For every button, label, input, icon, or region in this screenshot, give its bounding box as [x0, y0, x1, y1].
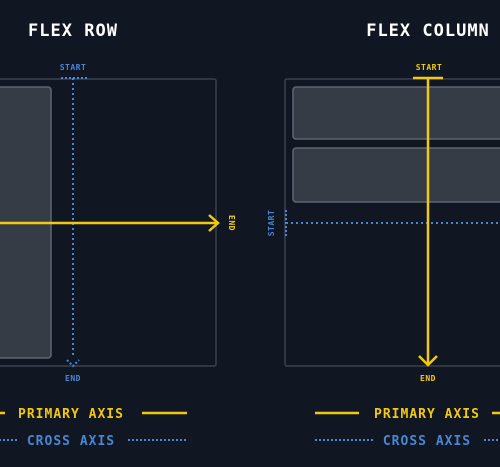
flex-row-cross-end-label: END: [65, 374, 81, 383]
flex-column-primary-arrowhead: [418, 355, 438, 367]
flex-row-primary-arrowhead: [208, 214, 220, 232]
flex-row-title: FLEX ROW: [28, 21, 118, 41]
flex-row-cross-arrowhead: [66, 359, 80, 368]
flex-column-item-1: [292, 86, 500, 140]
legend-left-cross-label: CROSS AXIS: [27, 434, 115, 449]
legend-left-primary-label: PRIMARY AXIS: [18, 407, 124, 422]
flex-column-title: FLEX COLUMN: [366, 21, 490, 41]
flex-column-primary-start-label: START: [416, 63, 443, 72]
flex-column-item-2: [292, 147, 500, 203]
flex-column-primary-end-label: END: [420, 374, 436, 383]
legend-right-cross-label: CROSS AXIS: [383, 434, 471, 449]
flex-column-cross-start-label: START: [267, 210, 276, 237]
legend-right-primary-label: PRIMARY AXIS: [374, 407, 480, 422]
flex-row-cross-start-label: START: [60, 63, 87, 72]
flex-row-primary-end-label: END: [227, 215, 236, 231]
